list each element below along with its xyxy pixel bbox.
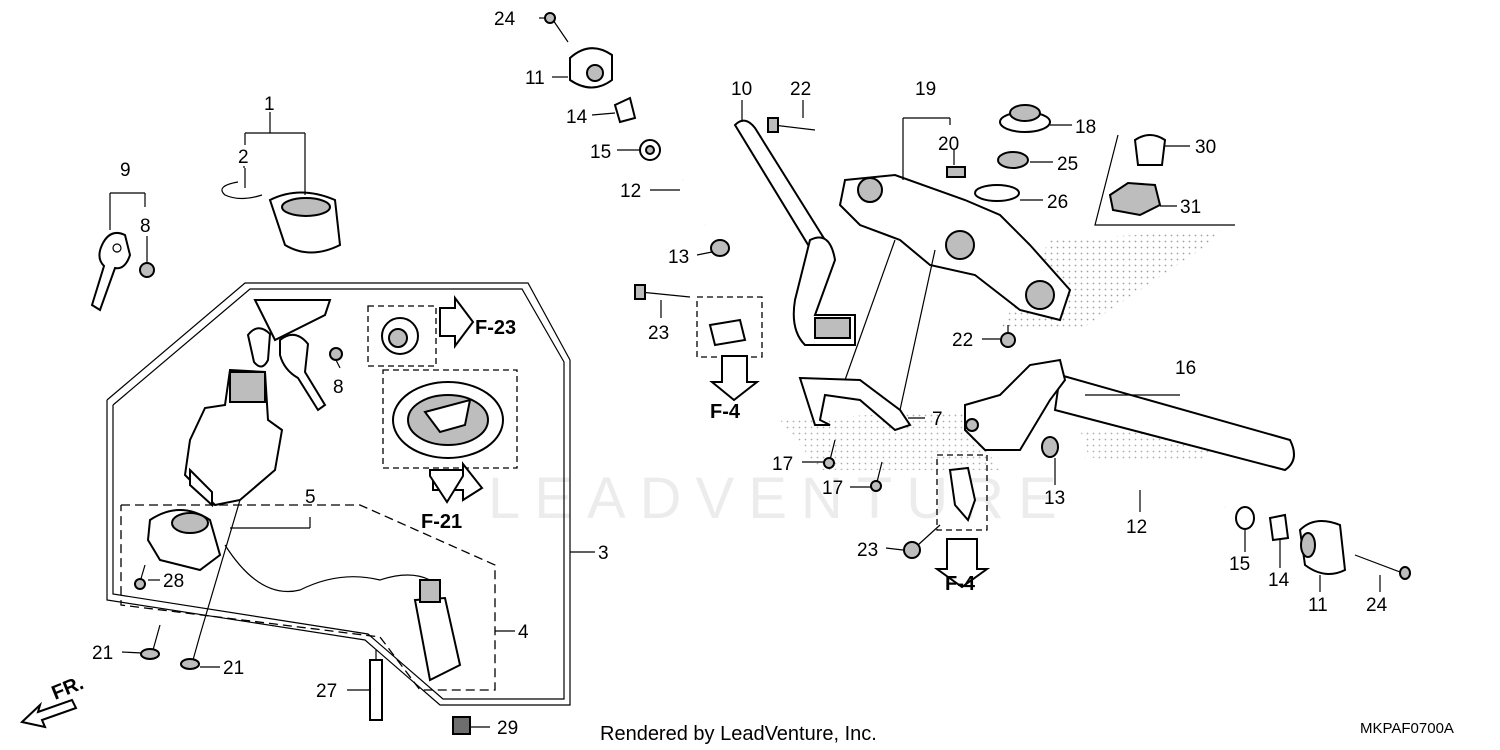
part-19-top-bridge <box>838 117 1072 322</box>
callout-17-b: 17 <box>822 478 843 499</box>
part-12-rod-top <box>680 178 708 227</box>
callout-10: 10 <box>731 79 752 100</box>
part-17-bolt-b <box>870 461 883 492</box>
diagram-code: MKPAF0700A <box>1360 720 1454 737</box>
callout-24-top: 24 <box>494 9 516 30</box>
ref-f23: F-23 <box>475 317 516 339</box>
callout-4: 4 <box>518 622 529 643</box>
part-12-rod-right <box>1084 455 1226 510</box>
callout-3: 3 <box>598 543 609 564</box>
part-13-nut-right <box>1041 436 1059 458</box>
lock-set-boundary <box>106 282 571 706</box>
part-15-collar-top <box>639 139 661 161</box>
callout-20: 20 <box>938 134 959 155</box>
part-9-key <box>90 192 146 312</box>
part-23-bolt-left <box>634 284 691 300</box>
callout-1: 1 <box>264 94 275 115</box>
callout-8-top: 8 <box>140 216 151 237</box>
part-22-bolt-lower <box>1000 325 1016 348</box>
callout-13-right: 13 <box>1044 488 1065 509</box>
callout-26: 26 <box>1047 192 1068 213</box>
part-26-washer <box>974 184 1020 202</box>
part-7-bracket <box>798 239 936 432</box>
part-28-screw <box>134 564 146 590</box>
f4-box-left <box>696 296 763 402</box>
part-2-clip <box>221 168 263 200</box>
callout-17-a: 17 <box>772 454 793 475</box>
part-21-bolt-b <box>180 499 241 670</box>
part-11-weight-top <box>569 47 613 89</box>
ref-f4-right: F-4 <box>945 573 976 595</box>
part-30-31-group <box>1094 134 1235 226</box>
callout-27: 27 <box>316 681 337 702</box>
front-label: FR. <box>49 672 87 704</box>
callout-25: 25 <box>1057 154 1078 175</box>
callout-23-right: 23 <box>857 540 878 561</box>
callout-7: 7 <box>932 409 943 430</box>
callout-22-lower: 22 <box>952 330 973 351</box>
callout-23-left: 23 <box>648 323 669 344</box>
part-8-nut <box>139 262 155 278</box>
part-27-pin <box>369 650 383 721</box>
ignition-switch <box>183 299 343 508</box>
callout-16: 16 <box>1175 358 1196 379</box>
callout-12-right: 12 <box>1126 517 1147 538</box>
part-25-nut <box>997 151 1029 169</box>
callout-8-mid: 8 <box>333 377 344 398</box>
callout-14-top: 14 <box>566 107 588 128</box>
leader-lines <box>121 17 1381 728</box>
f23-lock-box <box>367 295 475 367</box>
callout-2: 2 <box>238 147 249 168</box>
credit-text: Rendered by LeadVenture, Inc. <box>600 723 877 745</box>
part-23-bolt-right <box>903 524 941 559</box>
f21-cap-box <box>382 369 518 504</box>
callout-22-top: 22 <box>790 79 811 100</box>
part-29-block <box>452 716 471 735</box>
front-arrow <box>19 698 78 729</box>
part-24-screw-top <box>544 12 569 43</box>
callout-21-b: 21 <box>223 658 244 679</box>
part-5-harness <box>146 509 462 682</box>
part-21-bolt-a <box>140 624 161 660</box>
part-18-steering-nut <box>999 104 1051 133</box>
callout-9: 9 <box>120 160 131 181</box>
callout-14-right: 14 <box>1268 570 1290 591</box>
part-20-washer <box>946 166 966 178</box>
part-11-weight-right <box>1298 520 1347 575</box>
part-24-screw-right <box>1354 554 1411 580</box>
callout-24-right: 24 <box>1366 595 1388 616</box>
part-15-collar-right <box>1235 506 1255 530</box>
callout-11-top: 11 <box>525 68 545 89</box>
callout-28: 28 <box>163 571 184 592</box>
part-10-left-handlebar <box>733 119 856 346</box>
f4-box-right <box>933 454 991 589</box>
part-22-bolt-top <box>767 117 816 133</box>
callout-30: 30 <box>1195 137 1216 158</box>
ref-f21: F-21 <box>421 511 462 533</box>
part-14-clip-top <box>613 96 637 124</box>
part-13-nut-top <box>710 239 730 257</box>
callout-15-top: 15 <box>590 142 611 163</box>
callout-13-top: 13 <box>668 247 689 268</box>
part-14-clip-right <box>1268 513 1290 542</box>
watermark-text: LEADVENTURE <box>488 466 1071 531</box>
ref-f4-left: F-4 <box>710 401 741 423</box>
callout-29: 29 <box>497 718 518 739</box>
part-1-ring <box>244 132 342 254</box>
callout-11-right: 11 <box>1308 595 1328 616</box>
part-17-bolt-a <box>823 439 836 469</box>
part-16-right-handlebar <box>964 358 1295 472</box>
callout-21-a: 21 <box>92 643 113 664</box>
callout-18: 18 <box>1075 117 1096 138</box>
callout-31: 31 <box>1180 197 1201 218</box>
callout-15-right: 15 <box>1229 554 1250 575</box>
callout-5: 5 <box>305 487 316 508</box>
callout-19: 19 <box>915 79 936 100</box>
callout-12-top: 12 <box>620 181 641 202</box>
